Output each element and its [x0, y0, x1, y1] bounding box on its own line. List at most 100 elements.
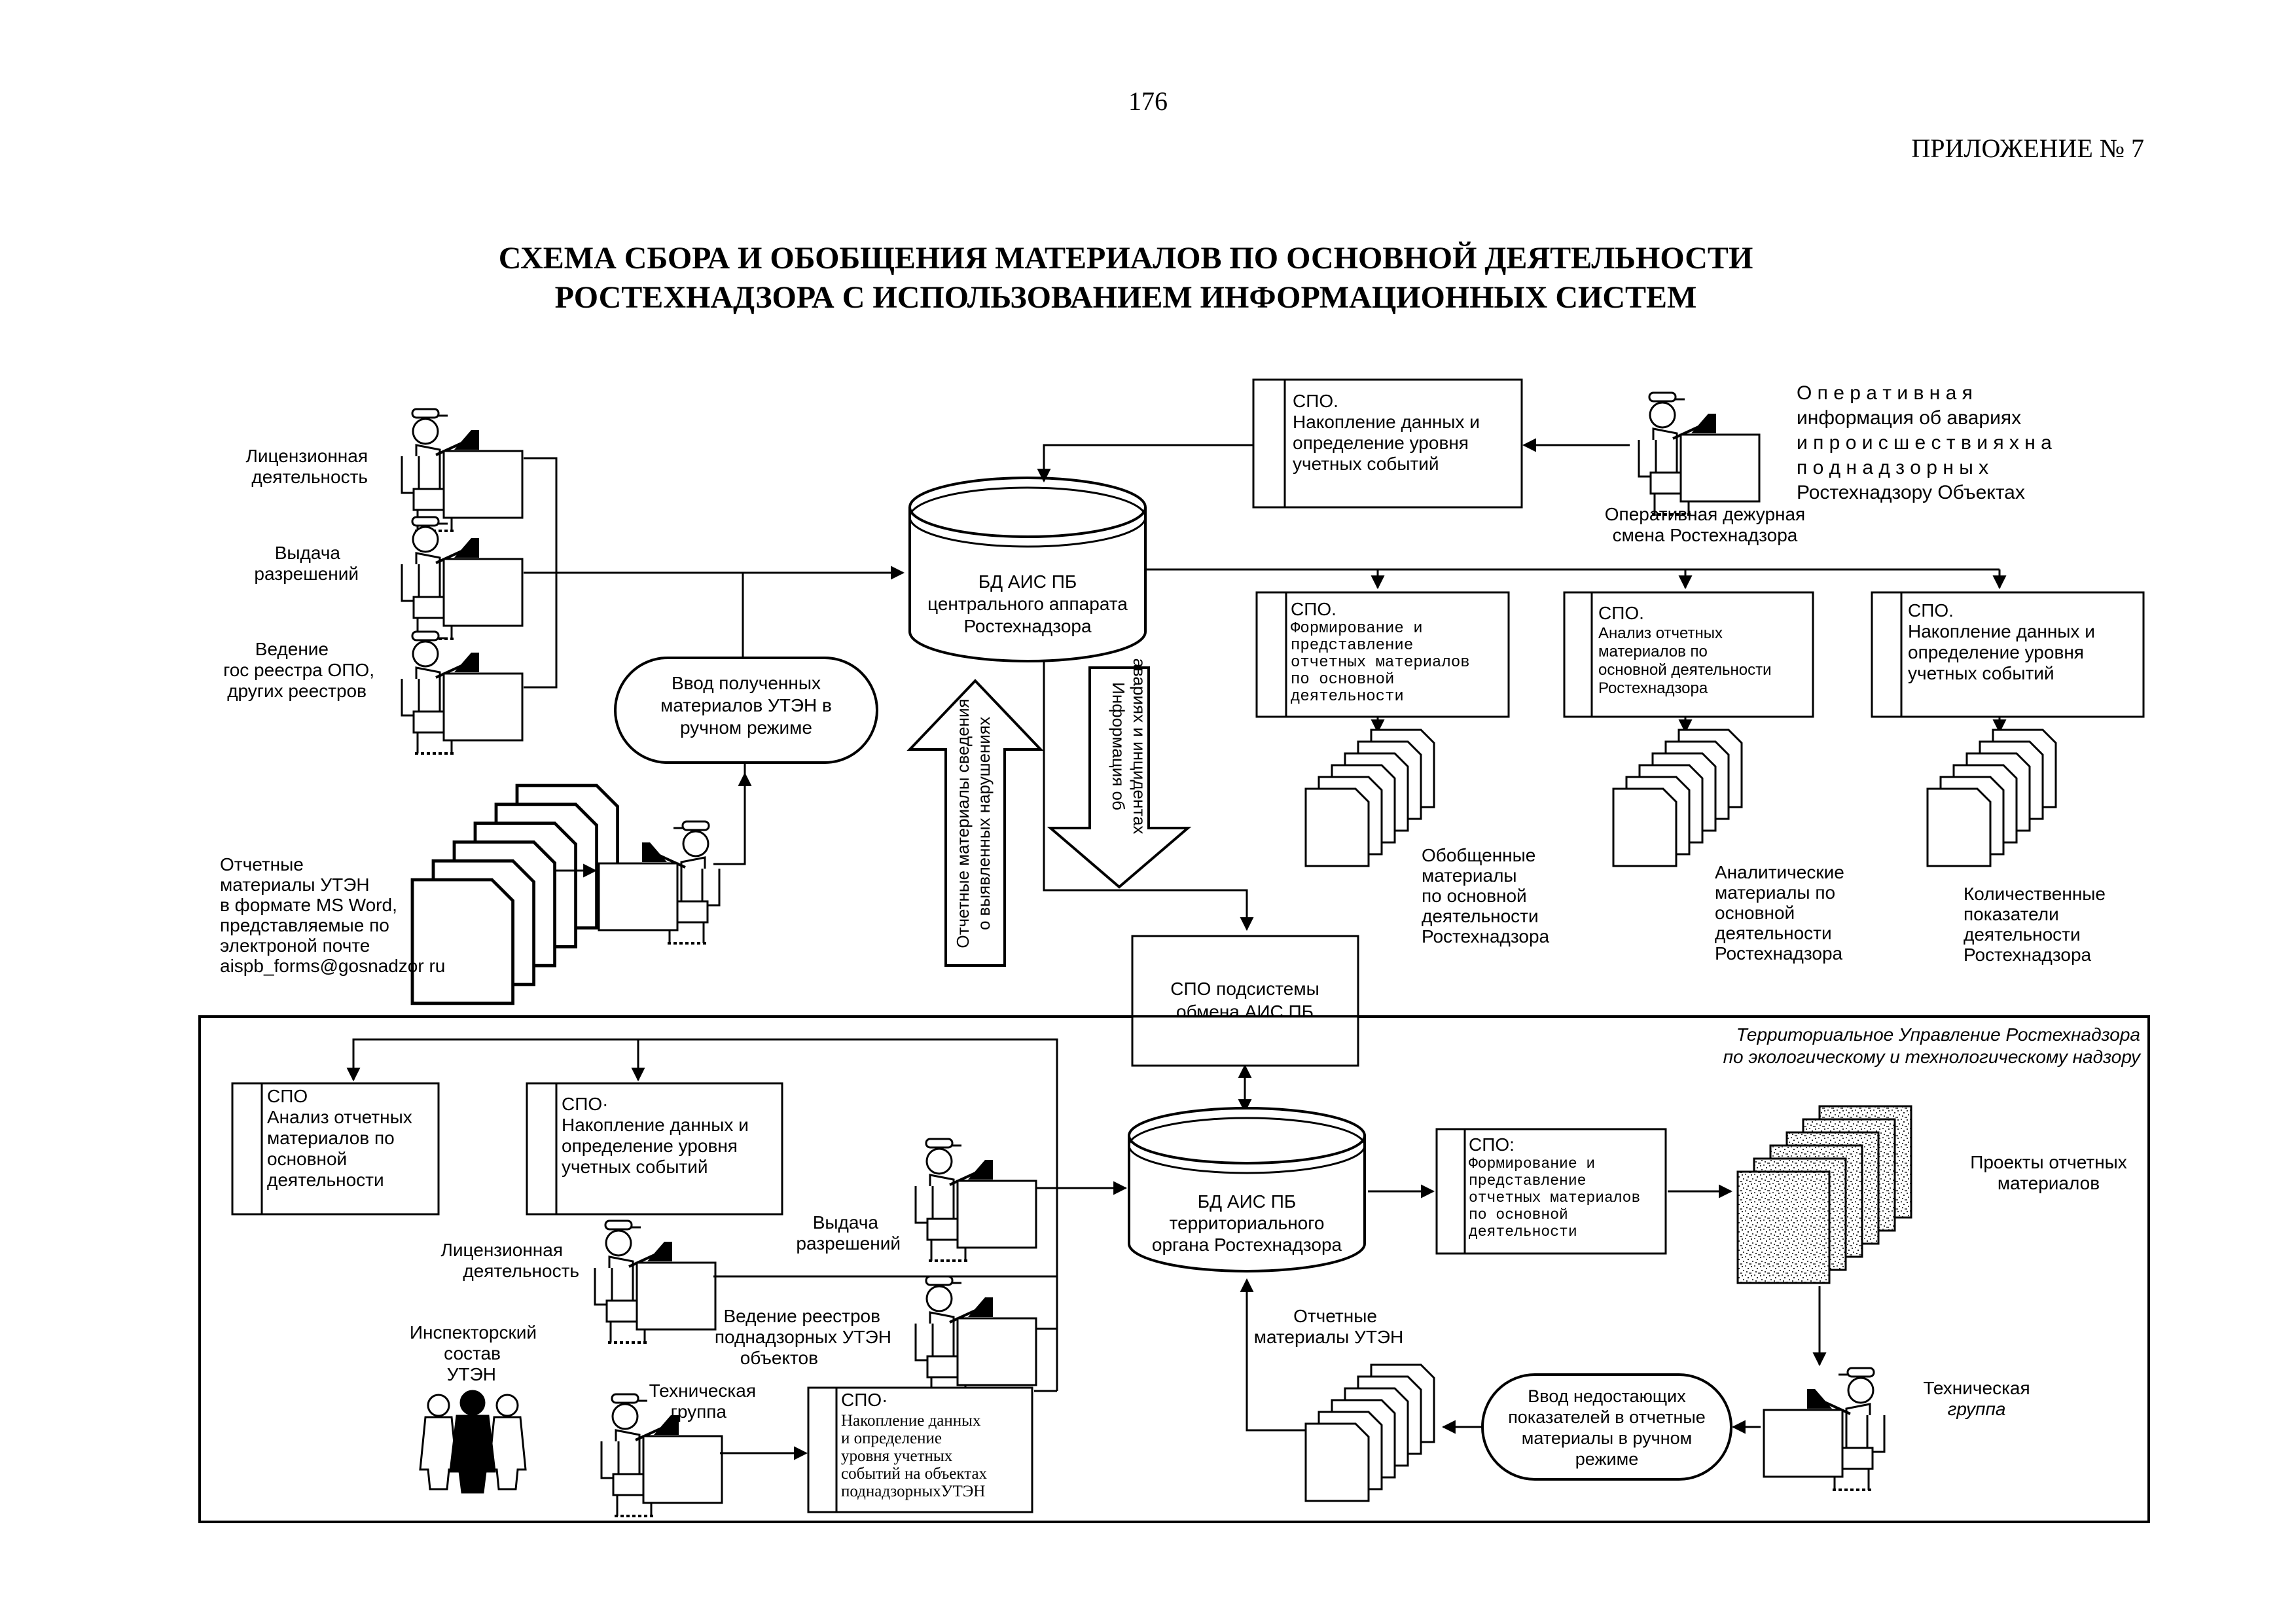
- duty-shift-label-2: смена Ростехнадзора: [1613, 525, 1798, 545]
- output-labels: Обобщенные материалы по основной деятель…: [1422, 845, 2106, 965]
- registry-label-2: гос реестра ОПО,: [223, 660, 374, 680]
- territorial-database: БД АИС ПБ территориального органа Ростех…: [1128, 1107, 1366, 1272]
- t-manual-entry-line-2: показателей в отчетные: [1508, 1407, 1706, 1427]
- reports-label-1: Отчетные: [220, 854, 304, 875]
- spo-analysis-line-1: СПО.: [1598, 603, 1644, 623]
- spo-formation-line-4: отчетных материалов: [1291, 654, 1470, 672]
- t-permits-label-1: Выдача: [813, 1212, 879, 1233]
- t-tech-right-label-2: группа: [1948, 1399, 2006, 1419]
- drafts-label-2: материалов: [1998, 1173, 2100, 1193]
- t-spo-analysis-line-1: СПО: [267, 1086, 308, 1106]
- arrow-down-incidents: Информация об авариях и инцидентах: [1047, 659, 1192, 889]
- t-spo-accumulate-line-4: учетных событий: [562, 1157, 708, 1177]
- spo-formation-line-2: Формирование и: [1291, 620, 1423, 638]
- out-analytic-4: деятельности: [1715, 923, 1832, 943]
- t-inspectors-label-1: Инспекторский: [410, 1322, 537, 1343]
- operational-info-line-4: п о д н а д з о р н ы х: [1797, 457, 1988, 478]
- t-spo-objects-box: СПО· Накопление данных и определение уро…: [807, 1386, 1033, 1513]
- central-to-spo-connectors: [1043, 568, 2007, 931]
- t-spo-objects-line-6: поднадзорныхУТЭН: [841, 1483, 985, 1500]
- quantitative-indicators-icon: [1926, 729, 2057, 867]
- t-spo-accumulate-line-1: СПО·: [562, 1094, 608, 1114]
- registry-worker-icon: [401, 630, 524, 755]
- reports-label-6: aispb_forms@gosnadzor ru: [220, 956, 445, 976]
- arrow-down-label-2: авариях и инцидентах: [1130, 659, 1149, 835]
- permits-worker-icon: [401, 516, 524, 640]
- out-analytic-1: Аналитические: [1715, 862, 1844, 882]
- t-spo-formation-line-4: отчетных материалов: [1469, 1189, 1640, 1206]
- manual-entry-central-line-1: Ввод полученных: [672, 673, 821, 693]
- licensing-worker-icon: [401, 408, 524, 532]
- spo-exchange-line-1: СПО подсистемы: [1170, 979, 1319, 999]
- manual-entry-central-line-2: материалов УТЭН в: [660, 695, 832, 715]
- bottom-right-connectors: [1240, 1278, 1761, 1434]
- top-connectors: [1037, 438, 1630, 483]
- reports-label-4: представляемые по: [220, 915, 389, 935]
- spo-accumulate-right-box: СПО. Накопление данных и определение уро…: [1871, 591, 2145, 718]
- t-manual-entry-line-4: режиме: [1575, 1449, 1638, 1469]
- exchange-box-overlap: [1131, 1015, 1359, 1067]
- drafts-label-1: Проекты отчетных: [1970, 1152, 2127, 1172]
- t-spo-objects-line-3: и определение: [841, 1430, 942, 1447]
- licensing-label-2: деятельность: [251, 467, 368, 487]
- out-generalized-4: деятельности: [1422, 906, 1539, 926]
- t-spo-formation-line-5: по основной: [1469, 1206, 1568, 1223]
- territorial-label-1: Территориальное Управление Ростехнадзора: [1736, 1024, 2140, 1045]
- territorial-db-line-2: территориального: [1170, 1213, 1325, 1233]
- territorial-role-labels: Выдача разрешений Лицензионная деятельно…: [410, 1212, 901, 1422]
- left-role-labels: Лицензионная деятельность Выдача разреше…: [223, 446, 374, 701]
- t-permits-label-2: разрешений: [796, 1233, 901, 1254]
- t-inspectors-label-2: состав: [444, 1343, 501, 1363]
- manual-entry-central: Ввод полученных материалов УТЭН в ручном…: [614, 657, 878, 764]
- t-tech-group-label-2: группа: [671, 1401, 727, 1422]
- duty-shift-label-1: Оперативная дежурная: [1605, 504, 1805, 524]
- t-reports-label-1: Отчетные: [1293, 1306, 1377, 1326]
- out-quantitative-2: показатели: [1964, 904, 2059, 924]
- reports-connectors: [556, 772, 752, 878]
- out-generalized-1: Обобщенные: [1422, 845, 1535, 865]
- t-spo-analysis-line-2: Анализ отчетных: [267, 1107, 412, 1127]
- out-quantitative-3: деятельности: [1964, 924, 2081, 945]
- left-connectors: [524, 457, 905, 831]
- top-spo-line-2: Накопление данных и: [1293, 412, 1480, 432]
- t-licensing-label-1: Лицензионная: [441, 1240, 563, 1260]
- title-line-2: РОСТЕХНАДЗОРА С ИСПОЛЬЗОВАНИЕМ ИНФОРМАЦИ…: [555, 280, 1697, 315]
- t-spo-accumulate-box: СПО· Накопление данных и определение уро…: [526, 1082, 783, 1216]
- t-reports-label-2: материалы УТЭН: [1254, 1327, 1404, 1347]
- t-report-documents-icon: [1304, 1363, 1435, 1502]
- reports-source-label: Отчетные материалы УТЭН в формате MS Wor…: [220, 854, 445, 976]
- manual-entry-central-line-3: ручном режиме: [680, 717, 812, 738]
- central-db-line-1: БД АИС ПБ: [978, 571, 1077, 592]
- duty-shift-worker-icon: [1638, 391, 1761, 516]
- reports-label-2: материалы УТЭН: [220, 875, 370, 895]
- t-tech-group-right-worker-icon: [1764, 1368, 1884, 1490]
- spo-formation-line-3: представление: [1291, 637, 1413, 655]
- central-db-line-2: центрального аппарата: [927, 594, 1128, 614]
- t-spo-objects-line-2: Накопление данных: [841, 1412, 981, 1430]
- t-spo-formation-box: СПО: Формирование и представление отчетн…: [1435, 1128, 1667, 1255]
- spo-accumulate-right-line-1: СПО.: [1908, 600, 1954, 621]
- t-spo-formation-line-1: СПО:: [1469, 1134, 1515, 1155]
- operational-info-line-1: О п е р а т и в н а я: [1797, 382, 1973, 404]
- top-spo-line-3: определение уровня: [1293, 433, 1469, 453]
- t-spo-objects-line-1: СПО·: [841, 1390, 888, 1410]
- operational-info-label: О п е р а т и в н а я информация об авар…: [1797, 382, 2052, 503]
- t-spo-analysis-line-4: основной: [267, 1149, 347, 1169]
- spo-formation-line-5: по основной: [1291, 671, 1394, 689]
- t-spo-accumulate-line-3: определение уровня: [562, 1136, 738, 1156]
- t-licensing-label-2: деятельность: [463, 1261, 579, 1281]
- registry-label-3: других реестров: [227, 681, 367, 701]
- t-tech-group-label-1: Техническая: [649, 1380, 756, 1401]
- t-manual-entry: Ввод недостающих показателей в отчетные …: [1481, 1373, 1732, 1481]
- t-manual-entry-line-1: Ввод недостающих: [1528, 1386, 1686, 1406]
- page-number: 176: [1128, 86, 1168, 116]
- t-inspectors-label-3: УТЭН: [447, 1364, 496, 1384]
- spo-formation-line-6: деятельности: [1291, 688, 1404, 706]
- t-tech-right-label-1: Техническая: [1923, 1378, 2030, 1398]
- spo-analysis-line-2: Анализ отчетных: [1598, 624, 1723, 642]
- spo-analysis-line-5: Ростехнадзора: [1598, 679, 1708, 697]
- arrow-down-label-1: Информация об: [1109, 682, 1128, 810]
- out-analytic-3: основной: [1715, 903, 1795, 923]
- t-licensing-worker-icon: [594, 1219, 717, 1344]
- spo-accumulate-right-line-3: определение уровня: [1908, 642, 2084, 662]
